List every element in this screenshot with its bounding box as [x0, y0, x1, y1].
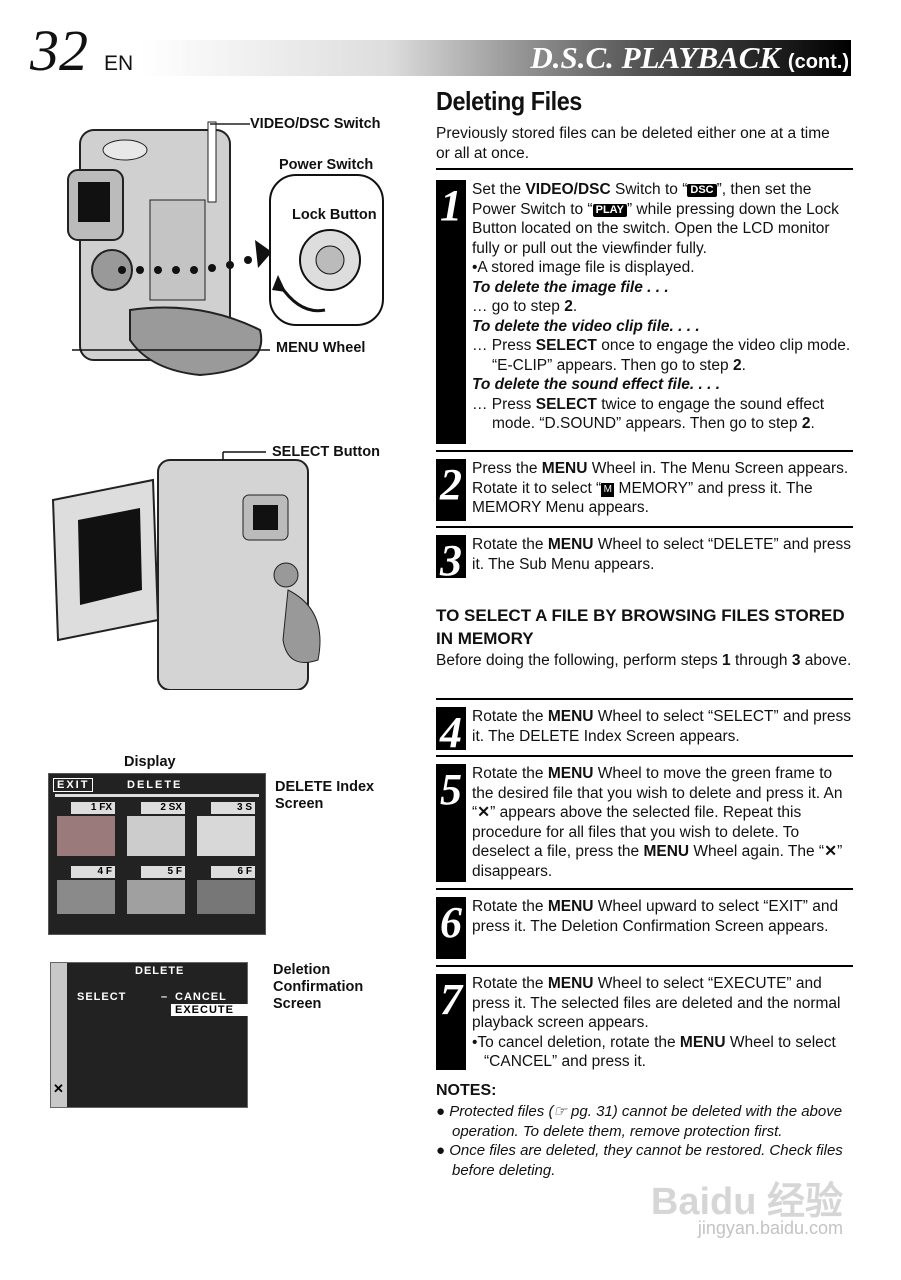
page-number: 32: [30, 18, 88, 83]
thumbnail-1: 1 FX: [57, 802, 115, 856]
confirm-title: DELETE: [135, 965, 185, 977]
label-power-switch: Power Switch: [279, 157, 374, 173]
camcorder-lcd-illustration: [51, 451, 321, 690]
play-badge: PLAY: [592, 203, 627, 217]
confirm-select-label: SELECT: [77, 991, 127, 1003]
step-5: 5 Rotate the MENU Wheel to move the gree…: [436, 764, 853, 882]
watermark-logo: Baidu 经验: [650, 1181, 843, 1223]
dsc-badge: DSC: [687, 184, 717, 197]
step-3: 3 Rotate the MENU Wheel to select “DELET…: [436, 535, 853, 583]
step-number: 4: [436, 707, 466, 755]
thumbnail-2: 2 SX: [127, 802, 185, 856]
step-number: 6: [436, 897, 466, 959]
menu-icon-strip: [51, 963, 67, 1107]
note-item: ● Once files are deleted, they cannot be…: [436, 1142, 843, 1179]
subsection-title: TO SELECT A FILE BY BROWSING FILES STORE…: [436, 606, 845, 648]
divider: [436, 526, 853, 528]
label-menu-wheel: MENU Wheel: [276, 340, 366, 356]
thumbnail-5: 5 F: [127, 866, 185, 914]
step-6: 6 Rotate the MENU Wheel upward to select…: [436, 897, 853, 959]
step-number: 1: [436, 180, 466, 444]
memory-icon: M: [601, 482, 615, 497]
step-number: 7: [436, 974, 466, 1070]
index-screen-title: DELETE: [127, 779, 183, 791]
execute-option: EXECUTE: [171, 1004, 248, 1016]
divider: [436, 450, 853, 452]
step-number: 5: [436, 764, 466, 882]
thumbnail-4: 4 F: [57, 866, 115, 914]
label-select-button: SELECT Button: [272, 444, 380, 460]
page-title: D.S.C. PLAYBACK (cont.): [530, 40, 849, 75]
divider: [436, 888, 853, 890]
divider: [436, 965, 853, 967]
cancel-option: CANCEL: [175, 991, 227, 1003]
delete-index-screen: EXIT DELETE 1 FX 2 SX 3 S 4 F 5 F 6 F: [48, 773, 266, 935]
step-7: 7 Rotate the MENU Wheel to select “EXECU…: [436, 974, 853, 1070]
thumbnail-3: 3 S: [197, 802, 255, 856]
page-language: EN: [104, 52, 134, 75]
thumbnail-6: 6 F: [197, 866, 255, 914]
step-4: 4 Rotate the MENU Wheel to select “SELEC…: [436, 707, 853, 755]
notes-list: ● Protected files (☞ pg. 31) cannot be d…: [436, 1102, 846, 1180]
step-number: 2: [436, 459, 466, 521]
label-lock-button: Lock Button: [292, 207, 377, 223]
notes-heading: NOTES:: [436, 1082, 497, 1099]
section-title: Deleting Files: [436, 86, 582, 116]
divider: [436, 755, 853, 757]
deletion-confirmation-screen: DELETE SELECT – CANCEL EXECUTE ✕: [50, 962, 248, 1108]
divider: [436, 168, 853, 170]
step-number: 3: [436, 535, 466, 583]
step-2: 2 Press the MENU Wheel in. The Menu Scre…: [436, 459, 853, 521]
header-bar: [140, 40, 851, 76]
step-1: 1 Set the VIDEO/DSC Switch to “DSC”, the…: [436, 180, 853, 444]
divider: [436, 698, 853, 700]
close-x-icon: ✕: [53, 1081, 65, 1096]
label-video-dsc-switch: VIDEO/DSC Switch: [250, 116, 381, 132]
confirm-dash: –: [161, 991, 169, 1003]
camcorder-top-illustration: [67, 121, 384, 377]
index-progress-bar: [55, 794, 259, 797]
note-item: ● Protected files (☞ pg. 31) cannot be d…: [436, 1103, 843, 1140]
label-display: Display: [124, 754, 176, 770]
exit-option: EXIT: [53, 778, 94, 792]
watermark-url: jingyan.baidu.com: [697, 1218, 843, 1238]
subsection-intro: Before doing the following, perform step…: [436, 652, 852, 669]
section-intro: Previously stored files can be deleted e…: [436, 125, 830, 162]
